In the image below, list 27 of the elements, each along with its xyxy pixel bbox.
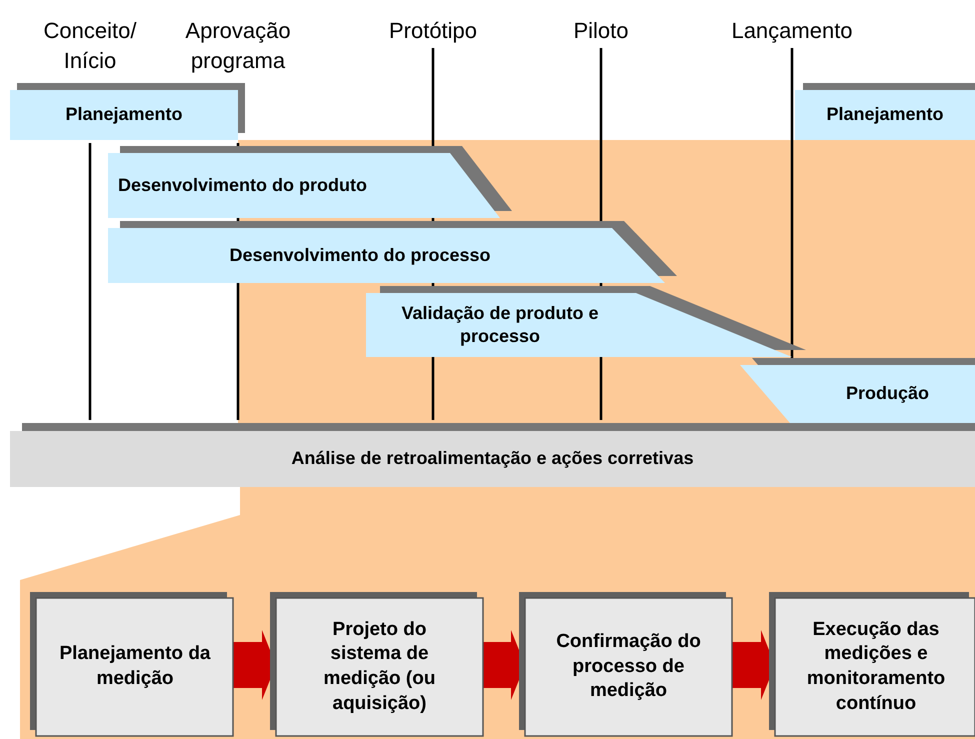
milestone-label: Aprovação programa (184, 17, 292, 75)
process-box (769, 592, 975, 736)
node-label: Planejamento da medição (58, 642, 212, 691)
milestone-label: Protótipo (388, 17, 478, 45)
node-label: Produção (844, 382, 930, 406)
node-label: Análise de retroalimentação e ações corretivas (290, 447, 695, 470)
node-label: Projeto do sistema de medição (ou aquisição) (322, 618, 436, 716)
node-label: Confirmação do processo de medição (555, 630, 702, 704)
phase-tab (108, 146, 512, 218)
node-label: Execução das medições e monitoramento contínuo (806, 618, 946, 716)
milestone-label: Piloto (572, 17, 630, 45)
phase-tab (795, 83, 975, 140)
node-label: Planejamento (64, 103, 184, 126)
phase-tab (740, 358, 975, 423)
milestone-label: Lançamento (730, 17, 854, 45)
phase-tab (10, 83, 245, 140)
process-box (519, 592, 732, 736)
node-label: Validação de produto e processo (400, 302, 600, 348)
node-label: Desenvolvimento do produto (118, 174, 368, 197)
phase-tab (108, 221, 677, 283)
process-box (270, 592, 483, 736)
phase-tab (366, 286, 806, 357)
feedback-bar (10, 423, 975, 487)
process-box (30, 592, 233, 736)
node-label: Planejamento (825, 103, 945, 126)
node-label: Desenvolvimento do processo (228, 244, 492, 267)
milestone-label: Conceito/ Início (42, 17, 138, 75)
